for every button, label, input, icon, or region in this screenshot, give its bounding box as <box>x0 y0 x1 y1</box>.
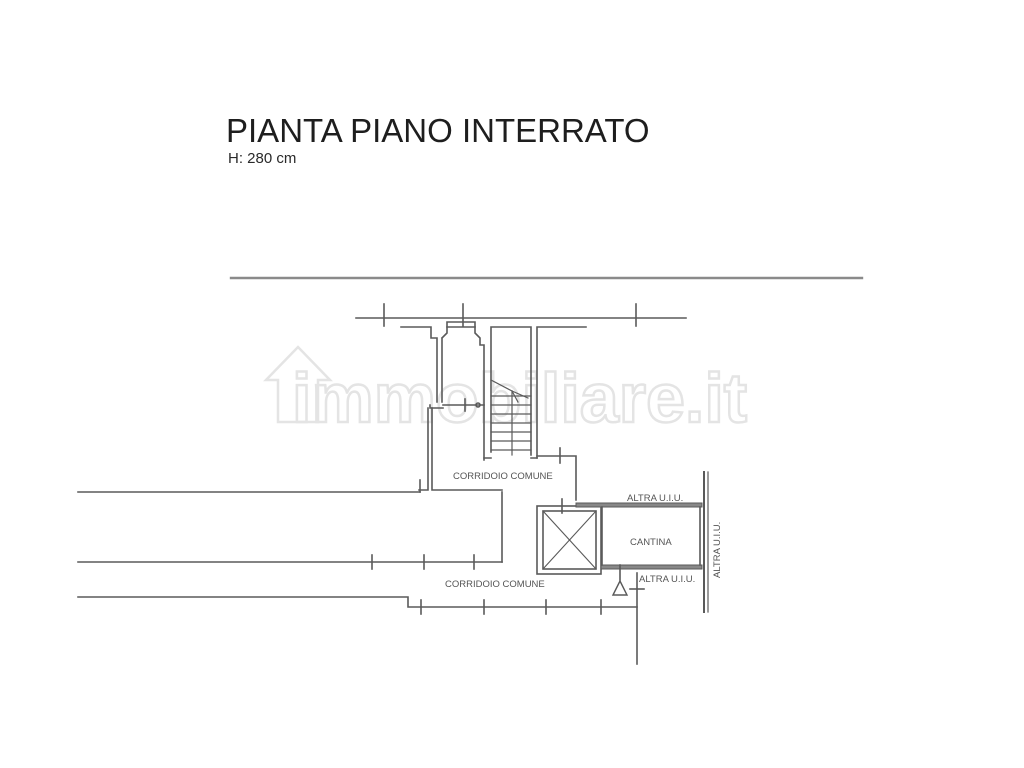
ceiling-height-label: H: 280 cm <box>228 150 297 167</box>
label-other-unit-top: ALTRA U.I.U. <box>627 493 683 504</box>
house-icon <box>263 345 333 424</box>
page-title: PIANTA PIANO INTERRATO <box>226 112 650 149</box>
room-label-corridor-upper: CORRIDOIO COMUNE <box>453 471 553 482</box>
room-label-cellar: CANTINA <box>630 537 672 548</box>
watermark: immobiliare.it <box>263 345 748 438</box>
watermark-text: immobiliare.it <box>292 359 747 437</box>
triangle-marker <box>611 579 629 596</box>
label-other-unit-bottom: ALTRA U.I.U. <box>639 574 695 585</box>
label-other-unit-right: ALTRA U.I.U. <box>712 522 723 578</box>
room-label-corridor-lower: CORRIDOIO COMUNE <box>445 579 545 590</box>
